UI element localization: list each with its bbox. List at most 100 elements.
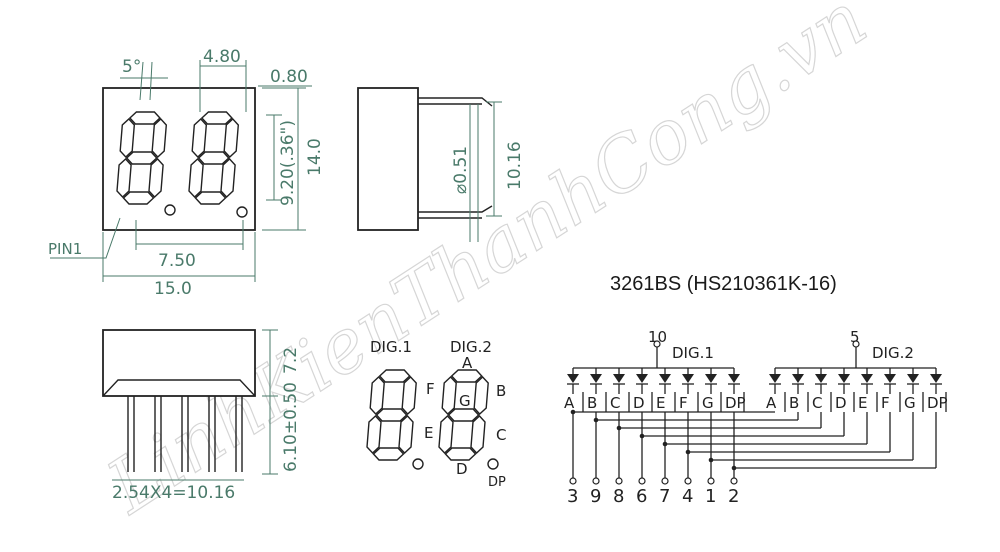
segment-g <box>375 408 408 422</box>
segment-f <box>441 376 457 415</box>
segment-c <box>398 415 414 454</box>
front-digit-2 <box>188 111 240 205</box>
segment-label-view: DIG.1 DIG.2 A B C D E F G DP <box>366 338 506 490</box>
dim-body-height: 14.0 <box>305 138 325 176</box>
schematic-label-dig1-e: E <box>656 394 665 412</box>
segment-f <box>369 376 385 415</box>
bottom-body <box>102 329 256 397</box>
pin-number: 8 <box>613 486 624 507</box>
schematic-label-dig1-c: C <box>610 394 620 412</box>
segment-digit-1 <box>366 369 417 461</box>
seg-label-g: G <box>459 392 471 410</box>
segment-e <box>188 158 204 198</box>
pin-number: 1 <box>705 486 716 507</box>
seg-dig1-label: DIG.1 <box>370 338 412 356</box>
segment-e <box>366 415 382 454</box>
front-digit-1 <box>116 111 168 205</box>
pin-number: 7 <box>659 486 670 507</box>
seg-label-b: B <box>496 382 506 400</box>
seg-label-d: D <box>456 460 468 478</box>
pin1-label: PIN1 <box>48 240 82 258</box>
pin-number: 2 <box>728 486 739 507</box>
seg-label-e: E <box>424 424 433 442</box>
segment-b <box>401 376 417 415</box>
segment-c <box>148 158 164 198</box>
front-dp-1 <box>164 204 176 216</box>
segment-d <box>122 191 155 205</box>
segment-d <box>444 447 477 461</box>
segment-c <box>220 158 236 198</box>
pin-number: 6 <box>636 486 647 507</box>
segment-a <box>450 369 483 383</box>
schematic-label-dig1-a: A <box>564 394 575 412</box>
segment-a <box>200 111 233 125</box>
schematic-label-dig2-f: F <box>881 394 890 412</box>
pin-number: 9 <box>590 486 601 507</box>
schematic-label-dig2-d: D <box>835 394 847 412</box>
schematic-label-dig1-g: G <box>702 394 714 412</box>
segment-b <box>473 376 489 415</box>
dim-angle: 5° <box>122 57 141 77</box>
dim-digit-height: 9.20(.36") <box>278 120 298 206</box>
side-view: ⌀0.51 10.16 <box>357 87 525 242</box>
schematic-wires <box>567 340 942 485</box>
schematic-label-dig1-d: D <box>633 394 645 412</box>
dim-digit-pitch: 7.50 <box>158 251 196 271</box>
dig2-common-label: DIG.2 <box>872 344 914 362</box>
segment-e <box>116 158 132 198</box>
schematic-label-dig2-g: G <box>904 394 916 412</box>
seg-label-dp: DP <box>488 475 506 490</box>
segment-digit-2 <box>438 369 489 461</box>
schematic-label-dig1-f: F <box>679 394 688 412</box>
schematic-label-dig2-c: C <box>812 394 822 412</box>
pin-number: 3 <box>567 486 578 507</box>
front-dp-2 <box>236 206 248 218</box>
dig1-pin-number: 10 <box>648 328 667 346</box>
dim-body-thickness: 7.2 <box>281 347 301 374</box>
schematic-label-dig1-b: B <box>587 394 597 412</box>
segment-f <box>191 118 208 158</box>
side-body <box>357 87 419 231</box>
bottom-pins <box>127 396 243 472</box>
seg-dig2-label: DIG.2 <box>450 338 492 356</box>
segment-d <box>372 447 405 461</box>
segment-b <box>223 118 240 158</box>
segment-a <box>128 111 161 125</box>
dim-segment-width: 4.80 <box>203 47 241 67</box>
part-number-title: 3261BS (HS210361K-16) <box>610 273 837 295</box>
segment-b <box>151 118 168 158</box>
segment-d <box>194 191 227 205</box>
segment-f <box>119 118 136 158</box>
schematic-label-dig1-dp: DP <box>725 394 746 412</box>
segment-g <box>447 408 480 422</box>
dim-segment-stroke: 0.80 <box>270 67 308 87</box>
bottom-view: 2.54X4=10.16 7.2 6.10±0.50 <box>102 329 301 503</box>
segment-g <box>197 151 230 165</box>
dim-pin-length: 6.10±0.50 <box>281 382 301 472</box>
seg-label-f: F <box>426 380 435 398</box>
front-view: 5° 4.80 0.80 9.20(.36") 14.0 7.50 15.0 P… <box>48 47 325 299</box>
segment-a <box>378 369 411 383</box>
dim-pin-pitch: 2.54X4=10.16 <box>112 483 235 503</box>
seg-label-a: A <box>462 354 473 372</box>
dim-pin-diameter: ⌀0.51 <box>451 146 471 194</box>
schematic-label-dig2-e: E <box>858 394 867 412</box>
segment-g <box>125 151 158 165</box>
segment-dp-1 <box>412 458 424 470</box>
dig1-common-label: DIG.1 <box>672 344 714 362</box>
pin-number: 4 <box>682 486 693 507</box>
schematic-label-dig2-dp: DP <box>927 394 948 412</box>
seg-label-c: C <box>496 426 506 444</box>
dim-depth: 10.16 <box>505 141 525 190</box>
dim-body-width: 15.0 <box>154 279 192 299</box>
segment-c <box>470 415 486 454</box>
segment-e <box>438 415 454 454</box>
schematic-label-dig2-b: B <box>789 394 799 412</box>
segment-dp-2 <box>487 458 499 470</box>
dig2-pin-number: 5 <box>850 328 860 346</box>
